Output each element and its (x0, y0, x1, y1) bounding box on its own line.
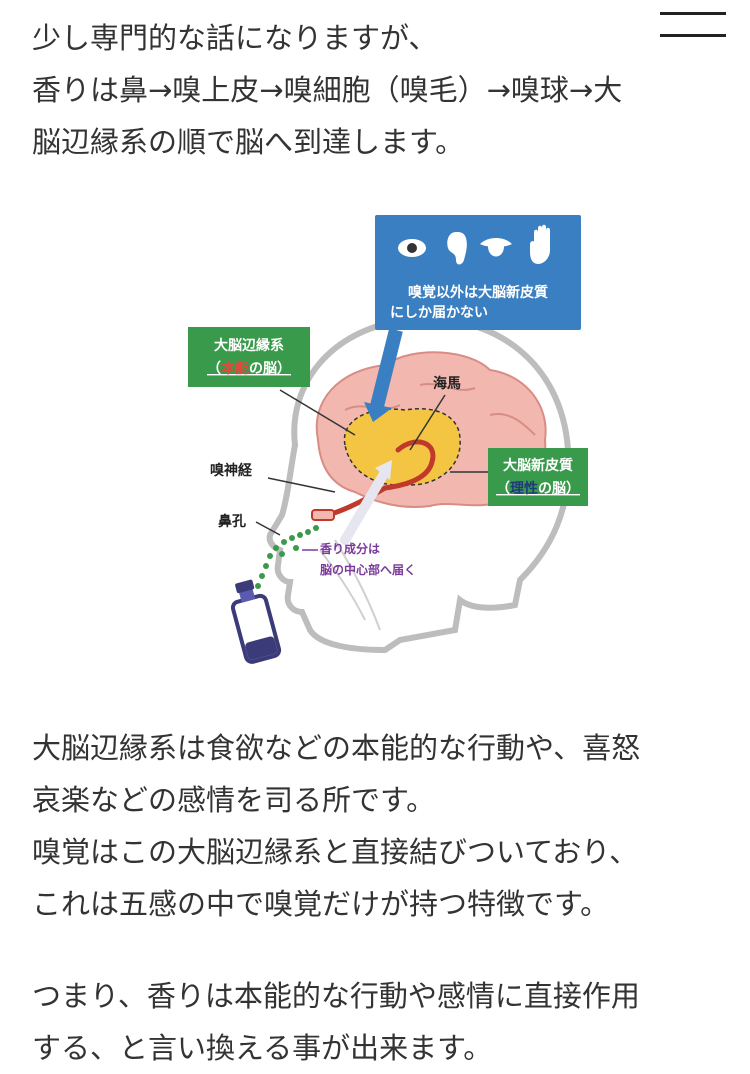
ear-icon (447, 232, 467, 265)
nasal-passage-lines (319, 539, 381, 631)
olfactory-nerve-leader-line (267, 477, 336, 493)
intro-line: 香りは鼻→嗅上皮→嗅細胞（嗅毛）→嗅球→大 (32, 73, 623, 107)
body-paragraph: 大脳辺縁系は食欲などの本能的な行動や、喜怒 哀楽などの感情を司る所です。 嗅覚は… (32, 722, 722, 930)
limbic-leader-line (279, 389, 356, 436)
hippocampus-shape (382, 439, 436, 491)
hippocampus-leader-line (409, 394, 446, 451)
callout-box-senses (375, 215, 581, 330)
neocortex-label-title: 大脳新皮質 (503, 457, 573, 474)
hamburger-menu-icon[interactable] (660, 10, 726, 40)
scent-particles (255, 525, 319, 589)
limbic-label-box (188, 327, 310, 387)
intro-paragraph: 少し専門的な話になりますが、 香りは鼻→嗅上皮→嗅細胞（嗅毛）→嗅球→大 脳辺縁… (32, 12, 722, 168)
neocortex-sub-highlight: 理性 (510, 480, 538, 497)
menu-bar-top (660, 12, 726, 15)
conclusion-paragraph: つまり、香りは本能的な行動や感情に直接作用 する、と言い換える事が出来ます。 (32, 970, 722, 1074)
limbic-sub-prefix: （ (207, 361, 221, 377)
eye-icon (398, 239, 426, 257)
body-line: 哀楽などの感情を司る所です。 (32, 783, 436, 817)
callout-arrow-shaft (369, 328, 403, 412)
face-outline (266, 442, 388, 653)
neocortex-sub-suffix: の脳） (538, 480, 580, 497)
callout-text: にしか届かない (390, 305, 488, 321)
head-outline (291, 315, 572, 653)
neocortex-label-subtitle: （理性の脳） (496, 480, 580, 497)
olfactory-bulb-shape (311, 509, 335, 521)
callout-arrowhead (364, 402, 392, 422)
neocortex-sub-prefix: （ (496, 481, 510, 497)
scent-note-line: 脳の中心部へ届く (320, 562, 416, 577)
tongue-icon (480, 238, 512, 257)
scent-note-line: 香り成分は (319, 541, 380, 556)
limbic-label-subtitle: （本能の脳） (207, 360, 291, 377)
brain-diagram: 嗅覚以外は大脳新皮質 にしか届かない 大脳辺縁系 （本能の脳） 大脳新皮質 （理… (170, 210, 590, 670)
callout-text: 嗅覚以外は大脳新皮質 (408, 284, 548, 301)
nostril-leader-line (255, 521, 281, 536)
hand-icon (530, 224, 550, 264)
limbic-sub-suffix: の脳） (249, 360, 291, 377)
limbic-label-title: 大脳辺縁系 (214, 337, 284, 354)
body-line: これは五感の中で嗅覚だけが持つ特徴です。 (32, 887, 610, 921)
olfactory-nerve-label: 嗅神経 (210, 462, 253, 479)
body-line: 嗅覚はこの大脳辺縁系と直接結びついており、 (32, 835, 639, 869)
intro-line: 脳辺縁系の順で脳へ到達します。 (32, 125, 465, 159)
scent-path-arrow (340, 467, 390, 545)
brain-diagram-svg: 嗅覚以外は大脳新皮質 にしか届かない 大脳辺縁系 （本能の脳） 大脳新皮質 （理… (188, 215, 588, 664)
conclusion-line: する、と言い換える事が出来ます。 (32, 1031, 493, 1065)
intro-line: 少し専門的な話になりますが、 (32, 21, 438, 55)
perfume-bottle-icon (230, 579, 282, 664)
conclusion-line: つまり、香りは本能的な行動や感情に直接作用 (32, 979, 640, 1013)
body-line: 大脳辺縁系は食欲などの本能的な行動や、喜怒 (32, 731, 641, 765)
nostril-label: 鼻孔 (218, 513, 246, 530)
hippocampus-label: 海馬 (433, 375, 461, 392)
scent-arrowhead (375, 460, 392, 480)
menu-bar-bottom (660, 34, 726, 37)
limbic-sub-highlight: 本能 (221, 360, 249, 377)
neocortex-label-box (488, 448, 588, 506)
